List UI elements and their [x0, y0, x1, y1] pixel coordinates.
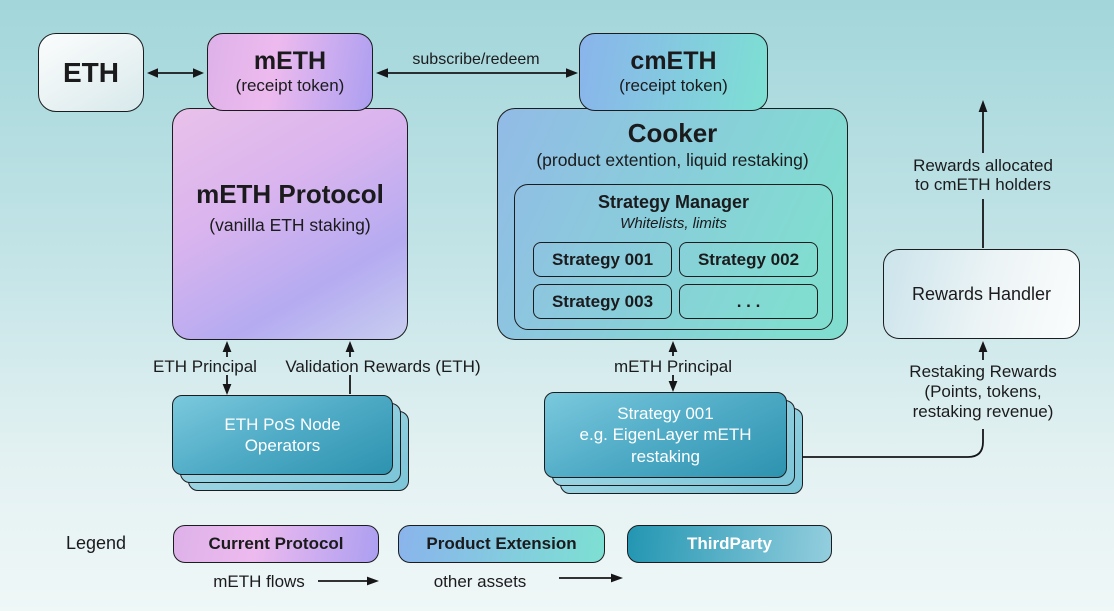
subscribe-redeem-label: subscribe/redeem [412, 51, 540, 68]
arrowhead-up-icon [345, 341, 355, 352]
cooker-title: Cooker [627, 118, 718, 148]
rewards-allocated-label: Rewards allocated to cmETH holders [883, 156, 1083, 194]
legend-current-protocol: Current Protocol [173, 525, 379, 563]
arrow-eth-meth [147, 68, 204, 78]
cooker-subtitle: (product extention, liquid restaking) [536, 149, 809, 170]
strategy-manager-panel: Strategy Manager Whitelists, limits Stra… [514, 184, 833, 330]
strategy-stack-line1: Strategy 001 [617, 404, 714, 424]
arrowhead-right-icon [367, 576, 379, 586]
restaking-rewards-line1: Restaking Rewards [909, 362, 1057, 381]
eth-node: ETH [38, 33, 144, 112]
arrowhead-left-icon [147, 68, 158, 78]
node-operators-node: ETH PoS Node Operators [172, 395, 393, 475]
legend-other-assets-label: other assets [433, 572, 527, 591]
cooker-node: Cooker (product extention, liquid restak… [497, 108, 848, 340]
legend-meth-flows-label: mETH flows [213, 572, 305, 591]
restaking-rewards-label: Restaking Rewards (Points, tokens, resta… [873, 362, 1093, 422]
meth-protocol-subtitle: (vanilla ETH staking) [209, 214, 371, 235]
cmeth-token-title: cmETH [630, 46, 717, 75]
strategy-item-002: Strategy 002 [679, 242, 818, 277]
arrow-meth-flows [318, 576, 379, 586]
strategy-manager-title: Strategy Manager [597, 192, 750, 212]
rewards-handler-node: Rewards Handler [883, 249, 1080, 339]
meth-token-node: mETH (receipt token) [207, 33, 373, 111]
meth-protocol-title: mETH Protocol [196, 179, 384, 210]
strategy-001-node: Strategy 001 e.g. EigenLayer mETH restak… [544, 392, 787, 478]
cmeth-token-node: cmETH (receipt token) [579, 33, 768, 111]
arrowhead-up-icon [978, 100, 988, 112]
restaking-rewards-line3: restaking revenue) [912, 402, 1054, 421]
legend-product-extension: Product Extension [398, 525, 605, 563]
arrowhead-up-icon [978, 341, 988, 352]
node-operators-line2: Operators [244, 436, 321, 455]
arrowhead-left-icon [376, 68, 388, 78]
strategy-manager-subtitle: Whitelists, limits [620, 215, 727, 232]
arrowhead-down-icon [222, 384, 232, 395]
meth-token-subtitle: (receipt token) [235, 76, 345, 96]
strategy-grid: Strategy 001 Strategy 002 Strategy 003 .… [533, 242, 818, 319]
node-operators-line1: ETH PoS Node [224, 414, 341, 434]
arrowhead-up-icon [222, 341, 232, 352]
strategy-item-003: Strategy 003 [533, 284, 672, 319]
arrowhead-right-icon [193, 68, 204, 78]
legend-third-party: ThirdParty [627, 525, 832, 563]
arrowhead-down-icon [668, 381, 678, 392]
validation-rewards-label: Validation Rewards (ETH) [285, 357, 481, 376]
restaking-rewards-line2: (Points, tokens, [924, 382, 1042, 401]
strategy-item-001: Strategy 001 [533, 242, 672, 277]
arrowhead-right-icon [566, 68, 578, 78]
arrowhead-up-icon [668, 341, 678, 352]
eth-label: ETH [63, 56, 119, 88]
meth-protocol-node: mETH Protocol (vanilla ETH staking) [172, 108, 408, 340]
rewards-allocated-line1: Rewards allocated [913, 156, 1053, 175]
eth-principal-label: ETH Principal [153, 357, 257, 376]
strategy-item-more: . . . [679, 284, 818, 319]
legend-title: Legend [66, 533, 127, 553]
strategy-stack-line3: restaking [631, 446, 700, 466]
meth-token-title: mETH [253, 46, 327, 75]
strategy-stack-line2: e.g. EigenLayer mETH [579, 425, 752, 445]
meth-principal-label: mETH Principal [613, 357, 733, 376]
cmeth-token-subtitle: (receipt token) [619, 76, 728, 96]
rewards-handler-label: Rewards Handler [911, 283, 1052, 304]
arrow-other-assets [559, 573, 623, 583]
arrowhead-right-icon [611, 573, 623, 583]
rewards-allocated-line2: to cmETH holders [914, 175, 1052, 194]
